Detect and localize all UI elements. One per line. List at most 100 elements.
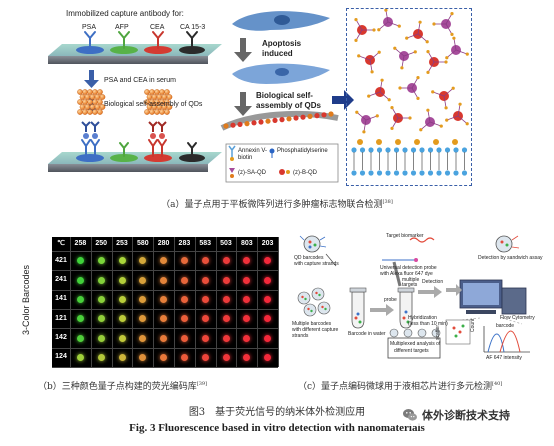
- grid-col-header: 280: [157, 240, 170, 247]
- probe-label: probe: [384, 297, 397, 303]
- barcode-dot: [97, 315, 105, 323]
- barcode-dot: [118, 276, 126, 284]
- barcode-dot: [264, 257, 272, 265]
- panel-a: Immobilized capture antibody for: PSA AF…: [0, 0, 554, 215]
- qd-barcodes-1: QD barcodes: [294, 255, 324, 261]
- panel-c-illustration: [297, 235, 530, 359]
- multiple-targets-2: targets: [402, 282, 418, 288]
- universal-probe-1: Universal detection probe: [380, 265, 437, 271]
- grid-col-header: 203: [261, 240, 274, 247]
- grid-corner-symbol: ℃: [57, 240, 65, 247]
- grid-col-header: 583: [199, 240, 212, 247]
- barcode-dot: [118, 295, 126, 303]
- detection-label: Detection: [422, 279, 444, 285]
- barcode-dot: [160, 257, 168, 265]
- caption-a: （a）量子点用于平板微阵列进行多肿瘤标志物联合检测[38]: [161, 199, 393, 210]
- barcode-dot: [76, 295, 84, 303]
- barcode-dot: [160, 295, 168, 303]
- legend-b-qd: (z)-B-QD: [293, 170, 317, 176]
- multiple-targets-1: multiple: [402, 277, 420, 283]
- grid-col-header: 503: [220, 240, 232, 247]
- legend-phosphatidylserine: Phosphatidylserine: [277, 148, 328, 154]
- barcode-dot: [264, 276, 272, 284]
- barcode-in-water: Barcode in water: [348, 331, 386, 337]
- grid-row-header: 241: [55, 276, 67, 283]
- barcode-dot: [222, 353, 230, 361]
- barcode-dot: [139, 257, 147, 265]
- grid-col-header: 258: [74, 240, 87, 247]
- barcode-dot: [222, 276, 230, 284]
- barcode-dot: [76, 353, 84, 361]
- barcode-dot: [264, 295, 272, 303]
- antibody-label-cea: CEA: [150, 24, 165, 31]
- barcode-dot: [160, 353, 168, 361]
- barcode-dot: [76, 276, 84, 284]
- scatter-label: scatter: [435, 324, 441, 340]
- step-self-assembly: Biological self-assembly of QDs: [104, 101, 203, 108]
- watermark-text: 体外诊断技术支持: [422, 409, 510, 422]
- barcode-dot: [180, 353, 188, 361]
- grid-row-header: 121: [55, 314, 67, 322]
- grid-row-header: 421: [55, 256, 67, 264]
- legend-annexin: Annexin V-: [238, 148, 268, 154]
- barcode-dot: [118, 353, 126, 361]
- panel-c: Target biomarker QD barcodes with captur…: [290, 232, 545, 372]
- antibody-label-ca153: CA 15-3: [180, 24, 206, 31]
- barcode-dot: [243, 295, 251, 303]
- barcode-dot: [243, 353, 251, 361]
- multiple-barcodes-3: strands: [292, 333, 309, 339]
- panel-a-illustration: [48, 8, 469, 183]
- barcode-dot: [139, 295, 147, 303]
- grid-col-header: 253: [116, 240, 128, 247]
- grid-row-header: 124: [55, 353, 67, 361]
- barcode-dot: [97, 295, 105, 303]
- barcode-dot: [76, 334, 84, 342]
- bio-self-assembly-2: assembly of QDs: [256, 101, 321, 110]
- watermark: 体外诊断技术支持: [398, 404, 514, 426]
- barcode-dot: [264, 353, 272, 361]
- barcode-dot: [201, 257, 209, 265]
- count-label: Count: [470, 318, 476, 332]
- step-psa-cea: PSA and CEA in serum: [104, 77, 176, 84]
- barcode-dot: [118, 257, 126, 265]
- multiplexed-1: Multiplexed analysis of: [390, 341, 441, 347]
- af647-label: AF 647 intensity: [486, 355, 522, 361]
- barcode-dot: [160, 334, 168, 342]
- legend-sa-qd: (z)-SA-QD: [238, 170, 266, 176]
- barcode-dot: [76, 257, 84, 265]
- barcode-dot: [264, 334, 272, 342]
- barcode-dot: [76, 315, 84, 323]
- capture-antibody-title: Immobilized capture antibody for:: [66, 9, 184, 18]
- barcode-dot: [201, 334, 209, 342]
- grid-row-header: 141: [55, 295, 67, 303]
- figure-title-en: Fig. 3 Fluorescence based in vitro detec…: [129, 422, 425, 434]
- barcode-label: barcode: [496, 323, 515, 329]
- barcode-dot: [222, 257, 230, 265]
- barcode-dot: [222, 334, 230, 342]
- barcode-dot: [160, 276, 168, 284]
- barcode-dot: [97, 257, 105, 265]
- multiple-barcodes-1: Multiple barcodes: [292, 321, 332, 327]
- hybridization-2: (less than 10 min): [408, 321, 448, 327]
- barcode-dot: [139, 276, 147, 284]
- multiplexed-2: different targets: [394, 348, 429, 354]
- barcode-dot: [118, 334, 126, 342]
- qd-barcodes-2: with capture strands: [294, 261, 339, 267]
- barcode-dot: [139, 353, 147, 361]
- grid-col-header: 283: [178, 240, 191, 247]
- barcode-dot: [201, 295, 209, 303]
- barcode-dot: [180, 276, 188, 284]
- figure-title-cn: 图3 基于荧光信号的纳米体外检测应用: [188, 407, 366, 418]
- legend-annexin-biotin: biotin: [238, 155, 253, 161]
- barcode-dot: [201, 353, 209, 361]
- barcode-dot: [97, 334, 105, 342]
- universal-probe-2: with Alexa fluor 647 dye: [380, 271, 433, 277]
- target-biomarker: Target biomarker: [386, 233, 424, 239]
- multiple-barcodes-2: with different capture: [292, 327, 339, 333]
- barcode-dot: [118, 315, 126, 323]
- apoptosis-label-1: Apoptosis: [262, 39, 302, 48]
- antibody-label-afp: AFP: [115, 24, 129, 31]
- apoptosis-label-2: induced: [262, 49, 293, 58]
- barcode-dot: [201, 276, 209, 284]
- barcode-dot: [97, 276, 105, 284]
